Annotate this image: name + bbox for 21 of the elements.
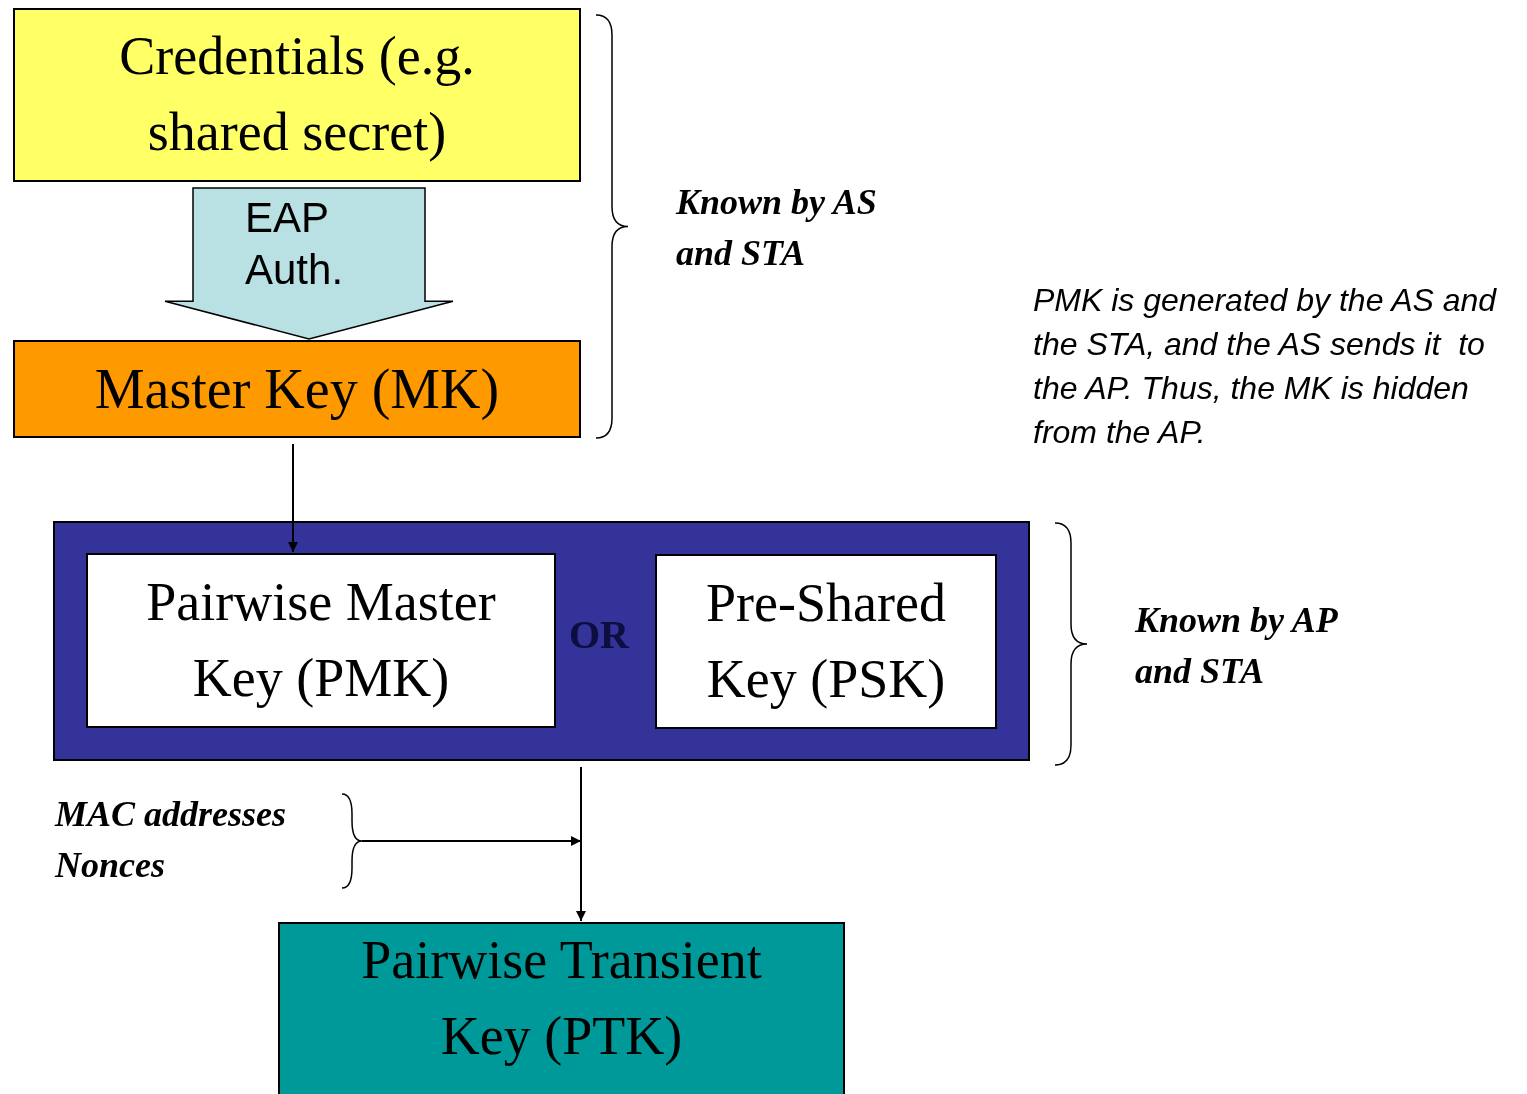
bracket-note: Known by AS and STA [676,181,878,275]
edge-label: EAP Auth. [245,193,345,295]
box-label: Pre-Shared Key (PSK) [705,571,947,711]
box-label: Pairwise Master Key (PMK) [145,570,497,710]
box-label: Pairwise Transient Key (PTK) [360,929,763,1068]
arrow [576,766,586,922]
box-label: Master Key (MK) [93,356,501,422]
key-box [13,340,581,438]
input-label: MAC addresses Nonces [55,788,340,892]
key-box [86,553,556,728]
box-label: Credentials (e.g. shared secret) [118,25,476,164]
bracket-note: Known by AP and STA [1135,599,1339,693]
key-box [278,922,845,1094]
block-arrow [164,187,454,340]
note: PMK is generated by the AS and the STA, and the AS sends it to the AP. Thus, the MK is hidden from the AP. [1033,281,1498,452]
group-panel [53,521,1030,761]
arrow [288,443,298,553]
arrow [361,836,582,846]
key-box [13,8,581,182]
or-label: OR [569,611,629,658]
key-box [655,554,997,729]
